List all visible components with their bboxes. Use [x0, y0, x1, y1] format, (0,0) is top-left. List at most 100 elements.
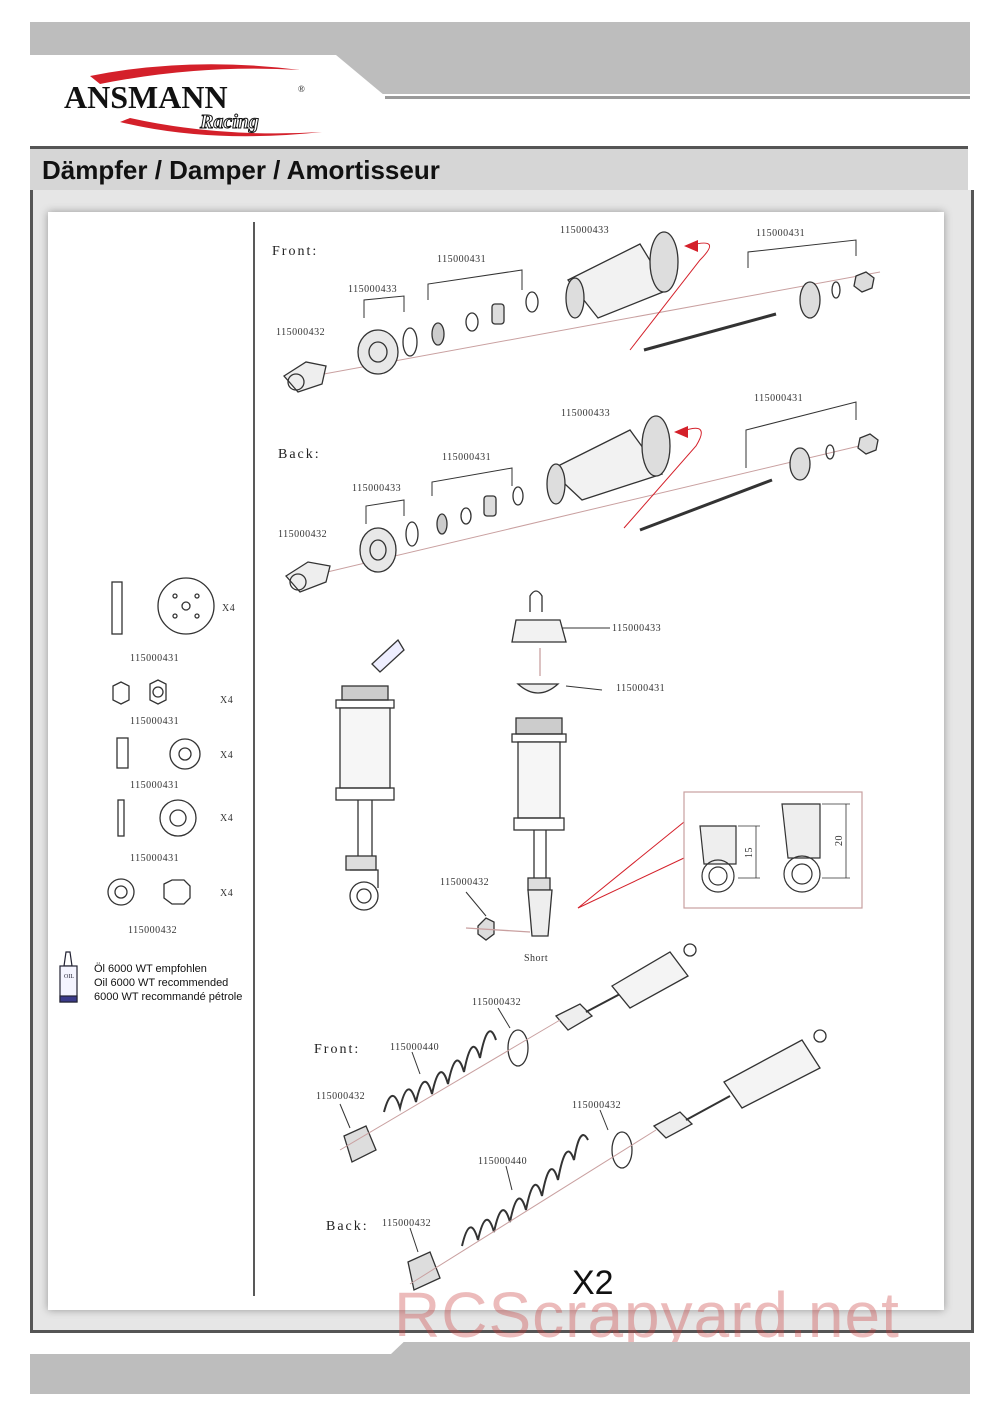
oil-note-en: Oil 6000 WT recommended: [94, 977, 229, 989]
front-shaft: [643, 312, 777, 352]
back-nut: [857, 433, 879, 455]
nut-top-part: [149, 679, 167, 705]
back-part-2: 115000433: [352, 483, 401, 494]
oil-tube-icon: [371, 638, 405, 673]
ball-part: [163, 879, 191, 905]
spring-front-collar: [343, 1125, 377, 1163]
short-label: Short: [524, 953, 548, 964]
spring-back-part-1: 115000432: [382, 1218, 431, 1229]
shaft-pin-part: [111, 581, 123, 635]
oil-bottle-icon: [59, 951, 78, 1003]
front-part-4: 115000433: [560, 225, 609, 236]
washer-part: [169, 738, 201, 770]
front-part-1: 115000432: [276, 327, 325, 338]
spacer-part: [116, 737, 129, 769]
qty-label-2: X4: [220, 695, 233, 706]
rod-end-detail: [577, 791, 863, 909]
front-oring-1: [402, 327, 418, 357]
mid-rod-end: [527, 889, 553, 937]
back-rod-end: [285, 561, 331, 593]
back-part-1: 115000432: [278, 529, 327, 540]
back-exploded-view: [285, 401, 879, 593]
mid-bladder: [516, 683, 560, 694]
ansmann-logo: ANSMANN ® Racing: [64, 64, 322, 137]
front-clip: [831, 281, 841, 299]
oil-fill-view: [335, 638, 405, 911]
spring-front-shock-body: [611, 951, 689, 1009]
spring-front-label: Front:: [314, 1042, 360, 1057]
spring-front-part-3: 115000432: [472, 997, 521, 1008]
mid-part-3: 115000432: [440, 877, 489, 888]
oring-side-part: [117, 799, 125, 837]
back-seal-1: [436, 513, 448, 535]
part-label-5: 115000432: [128, 925, 177, 936]
oil-note-fr: 6000 WT recommandé pétrole: [94, 991, 243, 1003]
spring-back-view: [407, 1029, 827, 1291]
dim-20: 20: [834, 835, 845, 846]
front-exploded-view: [283, 231, 881, 393]
mid-threads: [515, 717, 563, 735]
mid-cap: [511, 619, 567, 643]
oil-view-threads: [341, 685, 389, 701]
mid-part-2: 115000431: [616, 683, 665, 694]
back-shaft: [639, 478, 773, 532]
front-nut: [853, 271, 875, 293]
spring-front-part-2: 115000440: [390, 1042, 439, 1053]
mid-cap-eye: [529, 590, 543, 612]
spring-back-coil: [461, 1134, 589, 1247]
front-piston: [799, 281, 821, 319]
back-part-4: 115000433: [561, 408, 610, 419]
title-bar: Dämpfer / Damper / Amortisseur: [30, 146, 968, 193]
front-spacer: [491, 303, 505, 325]
header-rule: [385, 96, 970, 99]
spring-back-shock-body: [723, 1039, 821, 1109]
parts-list: [107, 577, 215, 906]
footer-notch: [30, 1336, 410, 1354]
back-part-5: 115000431: [754, 393, 803, 404]
oring-part: [159, 799, 197, 837]
qty-label-4: X4: [220, 813, 233, 824]
part-label-1: 115000431: [130, 653, 179, 664]
back-part-3: 115000431: [442, 452, 491, 463]
parts-list-labels: 115000431 X4 115000431 X4 115000431 X4 1…: [128, 603, 235, 936]
back-washer-1: [460, 507, 472, 525]
front-cap: [357, 329, 399, 375]
front-label: Front:: [272, 244, 318, 259]
spring-back-part-3: 115000432: [572, 1100, 621, 1111]
part-label-3: 115000431: [130, 780, 179, 791]
front-part-2: 115000433: [348, 284, 397, 295]
front-washer-1: [465, 312, 479, 332]
spring-front-coil: [383, 1030, 497, 1113]
back-oring-1: [405, 521, 419, 547]
back-washer-2: [512, 486, 524, 506]
logo-registered: ®: [298, 84, 305, 94]
front-part-5: 115000431: [756, 228, 805, 239]
spring-back-label: Back:: [326, 1219, 369, 1234]
back-cap: [359, 527, 397, 573]
oil-view-body: [339, 707, 391, 789]
front-part-3: 115000431: [437, 254, 486, 265]
dim-15: 15: [744, 847, 755, 858]
qty-label-3: X4: [220, 750, 233, 761]
nut-part: [112, 681, 130, 705]
drawing-panel: [48, 212, 944, 1310]
mid-body: [517, 741, 561, 819]
back-piston: [789, 447, 811, 481]
watermark: RCScrapyard.net: [394, 1279, 900, 1351]
quantity-label: X2: [572, 1264, 614, 1302]
spring-front-part-1: 115000432: [316, 1091, 365, 1102]
logo-sub: Racing: [199, 111, 259, 133]
spring-front-ring: [507, 1029, 529, 1067]
spring-front-view: [339, 943, 697, 1163]
header-notch: [30, 55, 390, 100]
oil-bottle-label: OIL: [64, 974, 74, 980]
piston-part: [157, 577, 215, 635]
qty-label-5: X4: [220, 888, 233, 899]
part-label-4: 115000431: [130, 853, 179, 864]
oil-note: Öl 6000 WT empfohlen Oil 6000 WT recomme…: [94, 962, 242, 1004]
mid-part-1: 115000433: [612, 623, 661, 634]
oil-note-de: Öl 6000 WT empfohlen: [94, 963, 207, 975]
back-label: Back:: [278, 447, 321, 462]
front-washer-2: [525, 291, 539, 313]
